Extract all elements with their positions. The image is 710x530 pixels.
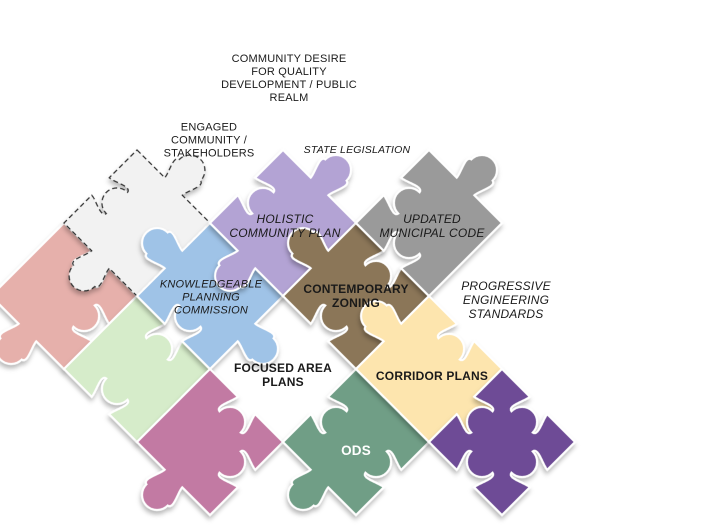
piece-label-holistic-plan: HOLISTIC COMMUNITY PLAN	[229, 211, 341, 240]
piece-label-focused-plans: FOCUSED AREA PLANS	[234, 360, 332, 389]
piece-label-ods: ODS	[341, 443, 371, 459]
puzzle-piece-state-legislation	[63, 149, 211, 297]
piece-label-corridor-plans: CORRIDOR PLANS	[375, 368, 489, 383]
piece-label-progressive-standards: PROGRESSIVE ENGINEERING STANDARDS	[461, 278, 551, 322]
piece-label-knowledgeable-commission: KNOWLEDGEABLE PLANNING COMMISSION	[159, 278, 263, 317]
puzzle-piece-ods	[427, 367, 577, 517]
piece-label-state-legislation: STATE LEGISLATION	[303, 143, 411, 156]
puzzle-piece-progressive-standards	[354, 148, 504, 298]
piece-label-updated-code: UPDATED MUNICIPAL CODE	[379, 211, 485, 240]
piece-label-contemporary-zoning: CONTEMPORARY ZONING	[303, 281, 409, 310]
piece-label-engaged-community: ENGAGED COMMUNITY / STAKEHOLDERS	[163, 121, 255, 160]
puzzle-piece-knowledgeable-commission	[135, 367, 285, 517]
piece-label-community-desire: COMMUNITY DESIRE FOR QUALITY DEVELOPMENT…	[221, 53, 357, 104]
